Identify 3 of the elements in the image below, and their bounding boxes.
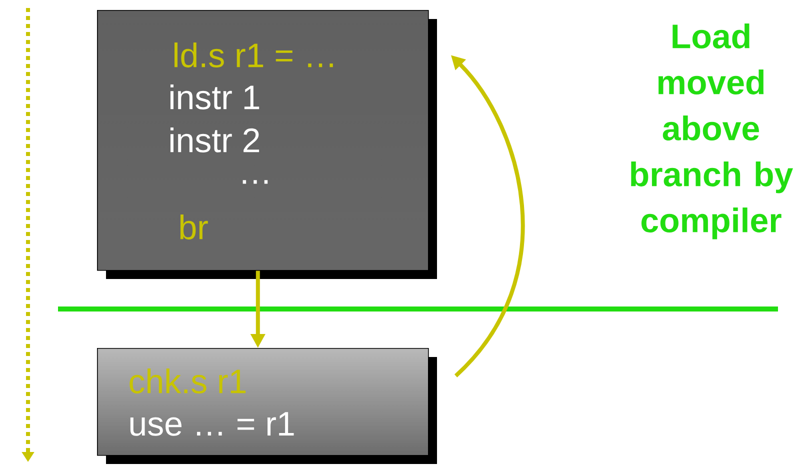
code-box: ld.s r1 = … instr 1 instr 2 … br — [97, 10, 437, 279]
note-text: Load moved above branch by compiler — [631, 24, 793, 240]
code-box: chk.s r1 use … = r1 — [97, 348, 437, 464]
